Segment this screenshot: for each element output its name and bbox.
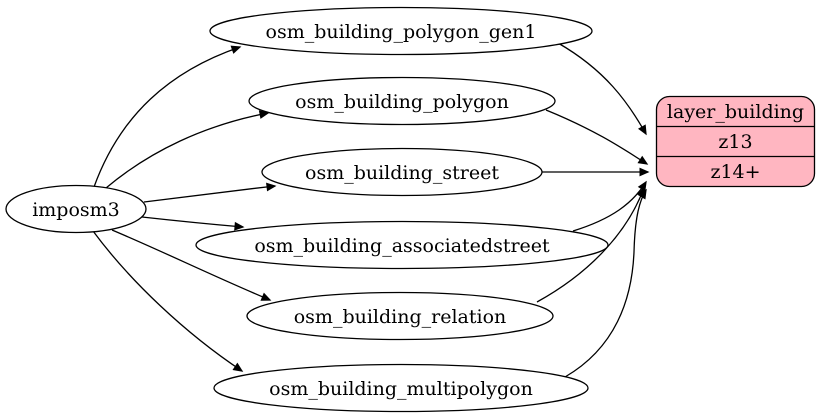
street-label: osm_building_street	[305, 162, 499, 184]
node-osm-building-street: osm_building_street	[261, 147, 543, 197]
multipolygon-label: osm_building_multipolygon	[269, 378, 533, 400]
edge-imposm3-to-associatedstreet	[141, 216, 245, 231]
imposm3-label: imposm3	[32, 199, 120, 221]
node-osm-building-polygon-gen1: osm_building_polygon_gen1	[209, 6, 593, 56]
edge-imposm3-to-polygon-gen1	[93, 45, 242, 188]
edge-imposm3-to-street	[143, 182, 277, 203]
edge-multipolygon-to-z14	[564, 188, 647, 378]
layer-building-row-z14: z14+	[710, 161, 760, 183]
edge-imposm3-to-polygon	[105, 110, 270, 189]
multipolygon-ellipse	[213, 363, 589, 413]
node-imposm3: imposm3	[5, 184, 147, 234]
layer-building-box	[655, 95, 816, 188]
imposm3-ellipse	[5, 184, 147, 234]
relation-label: osm_building_relation	[294, 306, 507, 328]
node-osm-building-polygon: osm_building_polygon	[248, 76, 556, 126]
associatedstreet-label: osm_building_associatedstreet	[254, 235, 550, 257]
relation-ellipse	[246, 291, 554, 341]
node-layer-building: layer_building z13 z14+	[655, 95, 816, 188]
node-osm-building-relation: osm_building_relation	[246, 291, 554, 341]
layer-building-title: layer_building	[667, 101, 804, 123]
polygon-ellipse	[248, 76, 556, 126]
polygon-gen1-ellipse	[209, 6, 593, 56]
edge-polygon-to-z14	[545, 109, 649, 165]
layer-building-row-z13: z13	[718, 131, 752, 153]
node-osm-building-multipolygon: osm_building_multipolygon	[213, 363, 589, 413]
node-osm-building-associatedstreet: osm_building_associatedstreet	[195, 220, 609, 270]
edge-imposm3-to-multipolygon	[92, 230, 244, 372]
street-ellipse	[261, 147, 543, 197]
associatedstreet-ellipse	[195, 220, 609, 270]
polygon-gen1-label: osm_building_polygon_gen1	[266, 21, 537, 43]
edge-imposm3-to-relation	[111, 229, 272, 301]
edge-polygon-gen1-to-z13	[557, 42, 647, 136]
polygon-label: osm_building_polygon	[295, 91, 509, 113]
